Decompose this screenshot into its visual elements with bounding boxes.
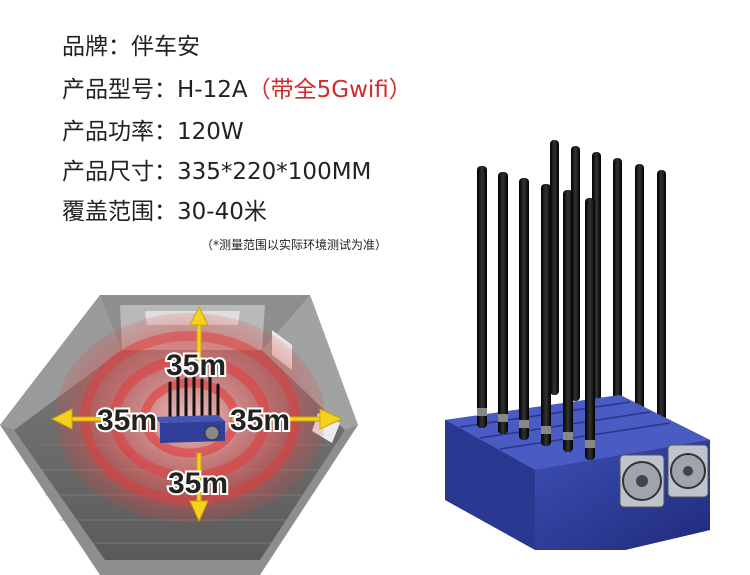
- product-device-image: [445, 140, 710, 550]
- spec-value: 335*220*100MM: [177, 159, 372, 185]
- spec-model: 产品型号：H-12A（带全5Gwifi）: [62, 79, 412, 102]
- spec-power: 产品功率：120W: [62, 121, 244, 144]
- spec-value: 30-40米: [177, 199, 267, 225]
- device-small-icon: [155, 373, 225, 443]
- coverage-room-illustration: 35m 35m 35m 35m: [0, 295, 358, 575]
- coverage-up-label: 35m: [166, 349, 226, 382]
- spec-label: 覆盖范围：: [62, 199, 177, 225]
- spec-value: 120W: [177, 119, 244, 145]
- coverage-down-label: 35m: [168, 467, 228, 500]
- measurement-footnote: （*测量范围以实际环境测试为准）: [201, 238, 388, 252]
- antennas-front-icon: [477, 166, 595, 460]
- cooling-fan-icon: [619, 454, 665, 508]
- spec-value: H-12A: [177, 77, 248, 103]
- spec-label: 品牌：: [62, 34, 131, 60]
- coverage-left-label: 35m: [97, 404, 157, 437]
- spec-coverage: 覆盖范围：30-40米: [62, 201, 267, 224]
- spec-label: 产品型号：: [62, 77, 177, 103]
- coverage-right-label: 35m: [230, 404, 290, 437]
- cooling-fan-icon: [667, 444, 709, 498]
- spec-brand: 品牌：伴车安: [62, 36, 200, 59]
- spec-note: （带全5Gwifi）: [247, 77, 412, 103]
- spec-size: 产品尺寸：335*220*100MM: [62, 161, 371, 184]
- spec-value: 伴车安: [131, 34, 200, 60]
- spec-label: 产品尺寸：: [62, 159, 177, 185]
- spec-label: 产品功率：: [62, 119, 177, 145]
